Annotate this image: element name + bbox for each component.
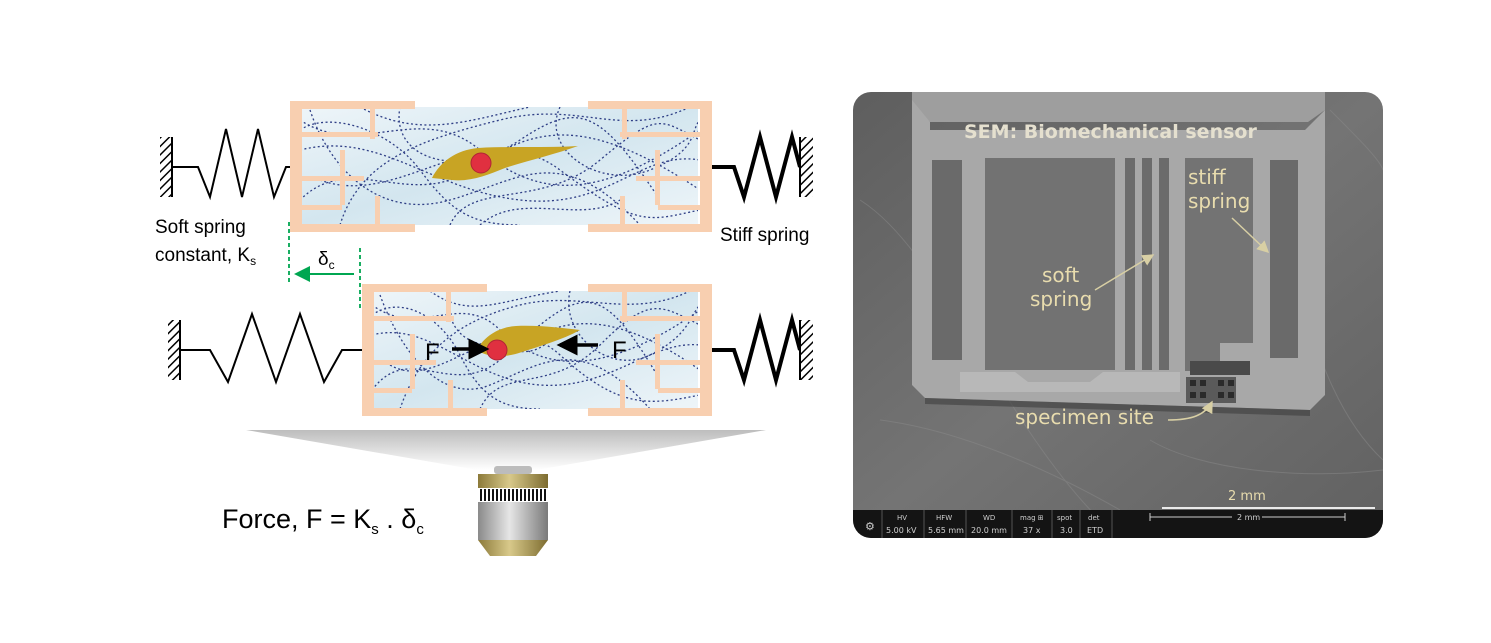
det-value: ETD: [1087, 526, 1103, 535]
wd-header: WD: [983, 514, 995, 522]
hfw-header: HFW: [936, 514, 952, 522]
soft-spring-sem-label-1: soft: [1042, 263, 1079, 287]
nucleus-bottom: [486, 339, 508, 361]
soft-spring-label: Soft spring: [155, 217, 246, 238]
soft-spring-top: [172, 128, 300, 201]
light-cone: [246, 430, 766, 470]
wd-value: 20.0 mm: [971, 526, 1007, 535]
sensor-chip: [912, 100, 1325, 410]
hv-header: HV: [897, 514, 907, 522]
mag-header: mag ⊞: [1020, 514, 1044, 522]
microscope-objective: [246, 430, 766, 556]
stiff-spring-sem-label-1: stiff: [1188, 165, 1227, 189]
stiff-spring-top: [712, 129, 802, 205]
soft-spring-sem-label-2: spring: [1030, 287, 1092, 311]
sem-image: SEM: Biomechanical sensor stiff spring s…: [853, 92, 1383, 538]
force-label-left: F: [425, 339, 440, 366]
stiff-spring-label: Stiff spring: [720, 225, 809, 246]
sem-title: SEM: Biomechanical sensor: [964, 121, 1257, 143]
force-formula: Force, F = Ks . δc: [222, 504, 424, 538]
delta-label: δc: [318, 249, 335, 272]
left-wall-bottom: [168, 320, 180, 380]
right-wall-bottom: [801, 320, 813, 380]
spot-header: spot: [1057, 514, 1072, 522]
specimen-site-label: specimen site: [1015, 405, 1154, 429]
specimen-pointer: [1167, 400, 1213, 421]
device-frame-bottom: F F: [362, 284, 712, 416]
right-wall-top: [801, 137, 813, 197]
nucleus-top: [470, 152, 492, 174]
bottom-assembly: F F: [168, 284, 813, 416]
specimen-site-structure: [1186, 361, 1250, 403]
top-assembly: Soft spring constant, Ks Stiff spring: [155, 101, 813, 268]
force-label-right: F: [612, 337, 627, 364]
left-wall-top: [160, 137, 172, 197]
databar-scale: 2 mm: [1237, 513, 1260, 522]
stiff-spring-sem-label-2: spring: [1188, 189, 1250, 213]
spot-value: 3.0: [1060, 526, 1073, 535]
cell-top: [432, 146, 578, 181]
scale-bar-label: 2 mm: [1228, 489, 1266, 504]
sem-data-bar: ⚙ HV 5.00 kV HFW 5.65 mm WD 20.0 mm mag …: [853, 510, 1383, 538]
det-header: det: [1088, 514, 1100, 522]
svg-text:⚙: ⚙: [865, 520, 875, 533]
soft-spring-constant-label: constant, Ks: [155, 245, 256, 268]
displacement-indicator: δc: [288, 222, 361, 310]
device-frame-top: [290, 101, 712, 232]
soft-spring-pointer: [1094, 254, 1155, 291]
stiff-spring-pointer: [1231, 217, 1270, 254]
soft-spring-bottom: [180, 310, 372, 386]
hv-value: 5.00 kV: [886, 526, 917, 535]
mag-value: 37 x: [1023, 526, 1041, 535]
hfw-value: 5.65 mm: [928, 526, 964, 535]
stiff-spring-bottom: [712, 312, 802, 388]
